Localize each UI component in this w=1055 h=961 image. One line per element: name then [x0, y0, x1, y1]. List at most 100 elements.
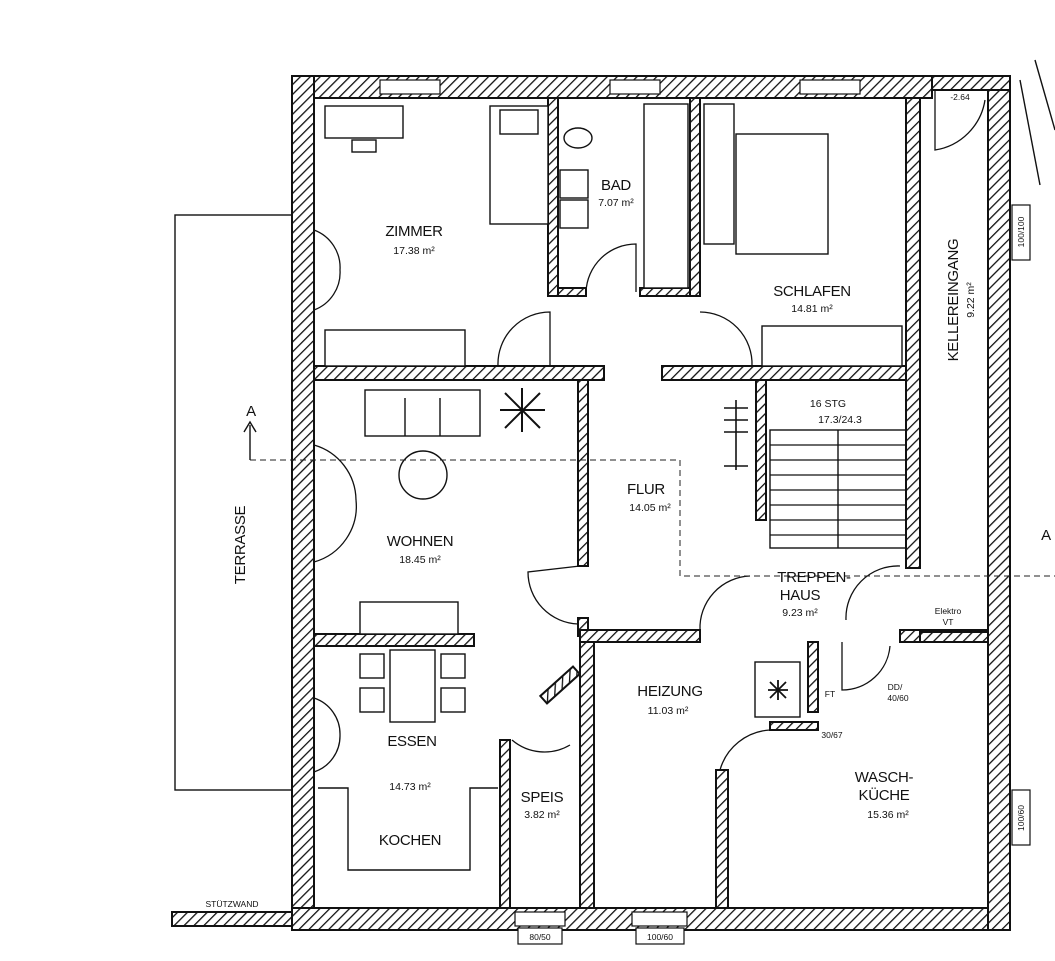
essen-chair-1: [359, 653, 385, 679]
heizung-burner-icon: [768, 680, 788, 700]
ft-label: FT: [825, 689, 835, 699]
retaining-wall-label: STÜTZWAND: [205, 899, 258, 909]
door-treppenhaus-1: [699, 575, 751, 631]
wall-speis-diag: [538, 665, 582, 705]
wall-wohnen-flur: [577, 379, 589, 567]
window-top-2: [609, 79, 661, 95]
section-label-left: A: [246, 403, 256, 420]
wall-heizung-mid: [769, 721, 819, 731]
wall-bad-schlafen: [689, 97, 701, 297]
window-right-top-box: [1011, 204, 1031, 261]
wohnen-table: [398, 450, 448, 500]
kellereingang-area: 9.22 m²: [965, 282, 977, 318]
window-right-top-label: 100/100: [1016, 216, 1026, 247]
bad-tub: [643, 103, 689, 289]
zimmer-chair: [351, 139, 377, 153]
terrace-outline: [174, 214, 294, 791]
wall-keller-bottom: [919, 631, 989, 643]
essen-chair-2: [359, 687, 385, 713]
wall-heizung-right: [715, 769, 729, 909]
door-bad: [585, 243, 637, 293]
zimmer-desk: [324, 105, 404, 139]
door-speis: [511, 739, 571, 753]
outer-wall-top-right: [931, 75, 1011, 91]
stair-steps-right: [838, 444, 906, 536]
room-heizung-name: HEIZUNG: [637, 683, 702, 700]
room-treppenhaus-area: 9.23 m²: [782, 607, 818, 619]
window-right-bottom-box: [1011, 789, 1031, 846]
stairs-steps: 16 STG: [810, 398, 846, 410]
room-speis-area: 3.82 m²: [524, 809, 560, 821]
wall-stair-left: [755, 379, 767, 521]
wall-treppenhaus-bottom: [579, 629, 701, 643]
room-treppenhaus-name1: TREPPEN-: [777, 569, 851, 586]
wohnen-sideboard: [359, 601, 459, 635]
wall-heizung-right-top: [807, 641, 819, 713]
room-essen-name: ESSEN: [387, 733, 436, 750]
dd2-label: 40/60: [887, 693, 909, 703]
room-wohnen-name: WOHNEN: [387, 533, 454, 550]
essen-chair-4: [440, 687, 466, 713]
room-wohnen-area: 18.45 m²: [399, 554, 441, 566]
elektro-vt-label: VT: [943, 617, 954, 627]
staircase: [769, 429, 907, 549]
essen-chair-3: [440, 653, 466, 679]
door-schlafen: [699, 311, 753, 367]
outer-wall-left: [291, 75, 315, 931]
room-treppenhaus-name2: HAUS: [780, 587, 821, 604]
room-zimmer-name: ZIMMER: [385, 223, 443, 240]
wall-speis-left: [499, 739, 511, 909]
wall-heizung-left: [579, 641, 595, 909]
kitchen-counter: [318, 787, 498, 871]
wall-bad-bottom-right: [639, 287, 691, 297]
room-waschkueche-name2: KÜCHE: [858, 786, 909, 804]
section-arrow-left: [243, 420, 257, 460]
room-waschkueche-name1: WASCH-: [855, 769, 914, 786]
outer-wall-right: [987, 75, 1011, 931]
room-speis-name: SPEIS: [521, 789, 564, 806]
section-label-right: A: [1041, 527, 1051, 544]
room-waschkueche-area: 15.36 m²: [867, 809, 909, 821]
window-bottom-right-label: 100/60: [647, 932, 673, 942]
window-top-3: [799, 79, 861, 95]
room-zimmer-area: 17.38 m²: [393, 245, 435, 257]
exterior-lines: [1019, 59, 1055, 186]
room-schlafen-area: 14.81 m²: [791, 303, 833, 315]
room-bad-area: 7.07 m²: [598, 197, 634, 209]
stair-steps-left: [770, 444, 838, 536]
level-label: -2.64: [950, 92, 970, 102]
schlafen-wardrobe: [703, 103, 735, 245]
essen-table: [389, 649, 436, 723]
terrace-label: TERRASSE: [232, 505, 249, 584]
wall-wohnen-essen: [313, 633, 475, 647]
section-line: [250, 459, 1055, 577]
door-keller-entry: [934, 90, 986, 151]
room-flur-name: FLUR: [627, 481, 665, 498]
door-terrace-wohnen: [313, 444, 357, 563]
door-waschkueche: [841, 642, 891, 691]
zimmer-pillow: [499, 109, 539, 135]
vent-label: 30/67: [821, 730, 843, 740]
window-bottom-left-box: [517, 927, 563, 945]
window-bottom-left: [514, 911, 566, 927]
wall-bad-bottom-left: [557, 287, 587, 297]
window-bottom-right-box: [635, 927, 685, 945]
retaining-wall: [171, 911, 293, 927]
door-terrace-essen: [313, 697, 341, 773]
wohnen-plant-icon: [500, 388, 545, 432]
room-heizung-area: 11.03 m²: [648, 705, 689, 717]
door-wohnen: [527, 565, 581, 625]
room-flur-area: 14.05 m²: [629, 502, 671, 514]
wall-zimmer-wohnen: [313, 365, 605, 381]
wall-schlafen-flur: [661, 365, 913, 381]
room-kochen-name: KOCHEN: [379, 832, 441, 849]
flur-coat-rack-icon: [724, 400, 748, 470]
zimmer-sideboard: [324, 329, 466, 367]
room-schlafen-name: SCHLAFEN: [773, 283, 851, 300]
window-bottom-right: [631, 911, 688, 927]
elektro-label: Elektro: [935, 606, 962, 616]
wall-schlafen-right: [905, 97, 921, 569]
room-bad-name: BAD: [601, 177, 631, 194]
door-terrace-zimmer: [313, 229, 341, 311]
